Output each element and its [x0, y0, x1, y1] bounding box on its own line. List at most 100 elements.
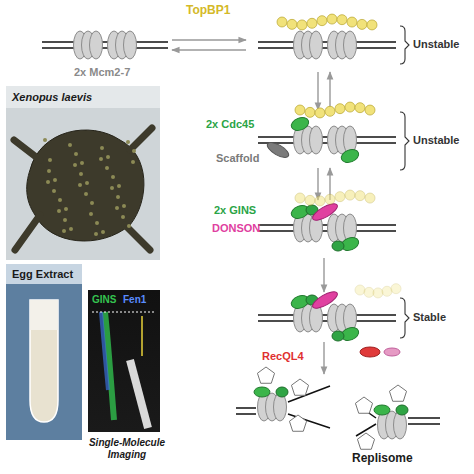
polymerase	[257, 367, 274, 383]
frog-spot	[63, 218, 67, 222]
cdc45	[289, 115, 310, 132]
frog-spot	[111, 175, 115, 179]
frog-spot	[116, 195, 120, 199]
topbp1-bead	[365, 193, 375, 203]
mcm-subunit	[310, 126, 323, 154]
topbp1-bead	[277, 17, 287, 27]
topbp1-bead	[327, 14, 337, 24]
frog-spot	[131, 160, 135, 164]
topbp1-bead	[355, 103, 365, 113]
gins	[332, 331, 344, 341]
topbp1-bead	[365, 105, 375, 115]
frog-spot	[122, 204, 126, 208]
frog-spot	[58, 198, 62, 202]
topbp1-bead	[335, 104, 345, 114]
recql4	[360, 347, 380, 357]
frog-spot	[105, 166, 109, 170]
label: GINS	[92, 294, 116, 306]
frog-leg	[15, 215, 40, 250]
frog-spot	[78, 183, 82, 187]
dna-strand	[258, 320, 396, 322]
duration-bar	[141, 316, 143, 356]
egg-extract-photo	[6, 264, 82, 440]
label: Scaffold	[216, 152, 259, 165]
frog-spot	[57, 209, 61, 213]
label: RecQL4	[262, 350, 304, 363]
polymerase	[357, 433, 374, 449]
cdc45	[374, 405, 390, 415]
frog-spot	[90, 201, 94, 205]
frog-spot	[84, 192, 88, 196]
frog-spot	[85, 181, 89, 185]
frog-spot	[101, 230, 105, 234]
frog-spot	[126, 140, 130, 144]
dna-strand	[258, 47, 396, 49]
step-arrow	[323, 342, 324, 374]
topbp1-bead	[295, 193, 305, 203]
frog-spot	[79, 172, 83, 176]
step-arrow	[323, 258, 324, 292]
topbp1-bead	[367, 20, 377, 30]
frog-leg	[14, 140, 40, 160]
topbp1-bead	[373, 288, 383, 298]
topbp1-bead	[347, 17, 357, 27]
topbp1-bead	[355, 191, 365, 201]
frog-spot	[48, 158, 52, 162]
gins	[332, 241, 344, 251]
tube-top	[30, 300, 58, 330]
topbp1-bead	[297, 20, 307, 30]
topbp1-bead	[382, 286, 392, 296]
topbp1-bead	[391, 284, 401, 294]
frog-spot	[127, 224, 131, 228]
bracket	[400, 298, 409, 338]
frog-leg	[125, 225, 150, 250]
label: Unstable	[413, 38, 459, 51]
polymerase	[389, 385, 406, 401]
dna-track	[130, 360, 148, 428]
step-arrow	[317, 72, 318, 110]
time-line	[92, 312, 156, 313]
topbp1-bead	[315, 196, 325, 206]
topbp1-bead	[345, 190, 355, 200]
donson-released	[384, 348, 400, 356]
frog-spot	[110, 186, 114, 190]
step-arrow	[172, 49, 246, 50]
topbp1-bead	[364, 287, 374, 297]
label: Replisome	[352, 452, 413, 466]
donson	[310, 289, 339, 312]
cdc45	[254, 387, 270, 397]
label: 2x Mcm2-7	[74, 66, 130, 79]
dna-strand	[258, 230, 396, 232]
frog-spot	[47, 169, 51, 173]
fork-dna	[236, 386, 440, 436]
dna-strand	[258, 41, 396, 43]
topbp1-bead	[307, 18, 317, 28]
topbp1-bead	[357, 19, 367, 29]
label: Egg Extract	[12, 268, 73, 281]
label: Unstable	[413, 134, 459, 147]
topbp1-bead	[337, 15, 347, 25]
frog-spot	[121, 215, 125, 219]
dna-strand	[258, 136, 396, 138]
label: DONSON	[212, 222, 260, 235]
label: 2x GINS	[214, 204, 256, 217]
frog-leg	[130, 128, 152, 150]
mcm-subunit	[344, 31, 357, 59]
frog-spot	[52, 189, 56, 193]
topbp1-bead	[317, 16, 327, 26]
frog-spot	[80, 161, 84, 165]
frog-spot	[100, 146, 104, 150]
frog-spot	[95, 221, 99, 225]
gins	[276, 387, 288, 397]
mcm-subunit	[310, 31, 323, 59]
mcm-subunit	[90, 31, 103, 59]
frog-spot	[69, 227, 73, 231]
topbp1-bead	[305, 107, 315, 117]
frog-spot	[62, 229, 66, 233]
frog-spot	[43, 138, 47, 142]
mcm-subunit	[124, 31, 137, 59]
step-arrow	[329, 72, 330, 110]
topbp1-bead	[345, 102, 355, 112]
